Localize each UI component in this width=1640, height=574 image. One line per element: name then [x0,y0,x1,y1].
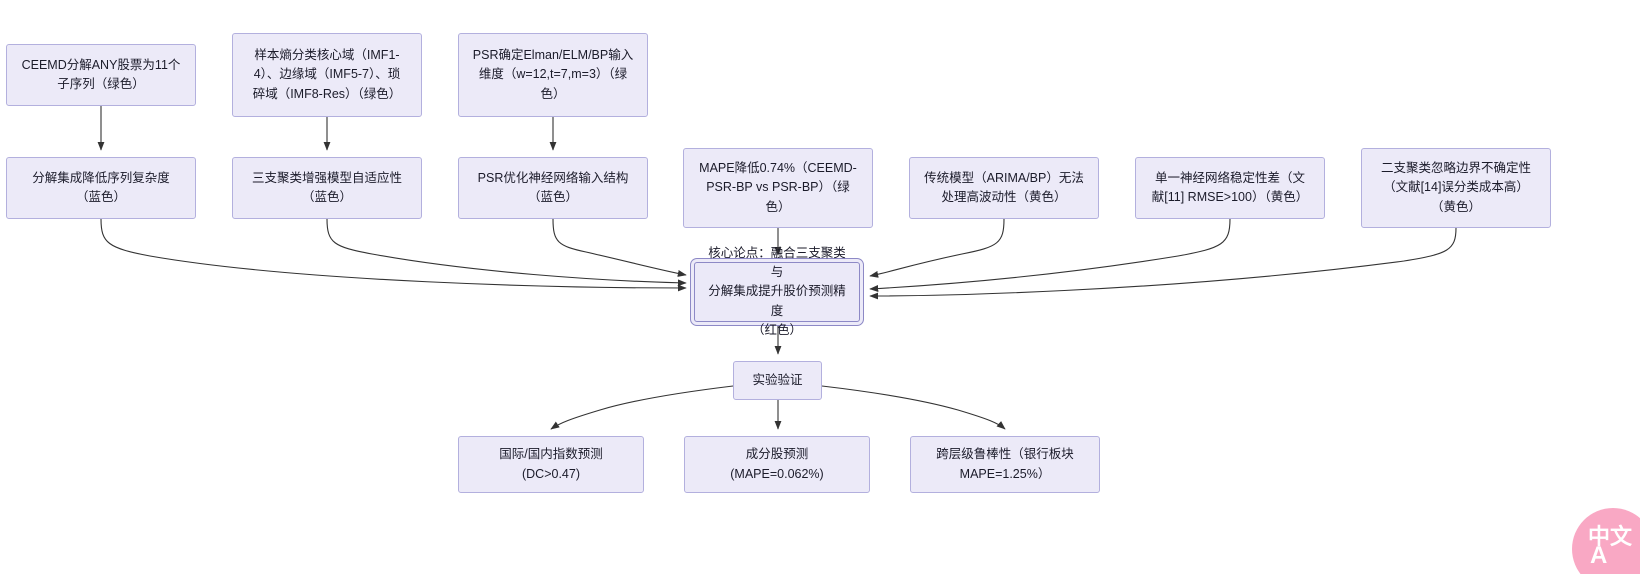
node-label: MAPE降低0.74%（CEEMD- PSR-BP vs PSR-BP）（绿 色… [699,160,857,214]
node-label: CEEMD分解ANY股票为11个 子序列（绿色） [21,57,181,91]
node-label: PSR优化神经网络输入结构 （蓝色） [477,170,629,204]
node-ceemd-decomposition[interactable]: CEEMD分解ANY股票为11个 子序列（绿色） [6,44,196,106]
node-label: 分解集成降低序列复杂度 （蓝色） [32,170,170,204]
watermark-badge: 中文 A [1572,508,1640,574]
node-result-cross-level-robustness[interactable]: 跨层级鲁棒性（银行板块 MAPE=1.25%） [910,436,1100,493]
node-label: 二支聚类忽略边界不确定性 （文献[14]误分类成本高） （黄色） [1380,160,1531,214]
edge-n8-core [869,218,1005,278]
node-label: 国际/国内指数预测 (DC>0.47) [499,447,603,481]
watermark-inner: 中文 A [1572,508,1640,574]
node-result-index-prediction[interactable]: 国际/国内指数预测 (DC>0.47) [458,436,644,493]
edge-n4-core [100,218,687,292]
edge-n6-core [552,218,687,277]
edge-n5-core [326,218,687,287]
node-label: 传统模型（ARIMA/BP）无法 处理高波动性（黄色） [924,170,1084,204]
node-traditional-model-limitation[interactable]: 传统模型（ARIMA/BP）无法 处理高波动性（黄色） [909,157,1099,219]
edge-n9-core [869,218,1231,293]
node-label: 单一神经网络稳定性差（文 献[11] RMSE>100）（黄色） [1151,170,1309,204]
edge-n10-core [869,227,1457,300]
node-decomposition-reduces-complexity[interactable]: 分解集成降低序列复杂度 （蓝色） [6,157,196,219]
node-three-way-clustering-adaptivity[interactable]: 三支聚类增强模型自适应性 （蓝色） [232,157,422,219]
node-sample-entropy-classification[interactable]: 样本熵分类核心域（IMF1- 4）、边缘域（IMF5-7）、琐 碎域（IMF8-… [232,33,422,117]
node-psr-optimizes-network-input[interactable]: PSR优化神经网络输入结构 （蓝色） [458,157,648,219]
node-label: 样本熵分类核心域（IMF1- 4）、边缘域（IMF5-7）、琐 碎域（IMF8-… [252,47,402,101]
node-mape-reduction-result[interactable]: MAPE降低0.74%（CEEMD- PSR-BP vs PSR-BP）（绿 色… [683,148,873,228]
edge-validation-n15 [821,385,1006,430]
node-result-constituent-stock-prediction[interactable]: 成分股预测 (MAPE=0.062%) [684,436,870,493]
node-experimental-validation[interactable]: 实验验证 [733,361,822,400]
node-single-network-instability[interactable]: 单一神经网络稳定性差（文 献[11] RMSE>100）（黄色） [1135,157,1325,219]
node-two-way-clustering-limitation[interactable]: 二支聚类忽略边界不确定性 （文献[14]误分类成本高） （黄色） [1361,148,1551,228]
node-label: 三支聚类增强模型自适应性 （蓝色） [251,170,402,204]
node-label: 跨层级鲁棒性（银行板块 MAPE=1.25%） [936,447,1074,481]
node-label: PSR确定Elman/ELM/BP输入 维度（w=12,t=7,m=3）（绿 色… [472,47,634,101]
node-psr-input-dimension[interactable]: PSR确定Elman/ELM/BP输入 维度（w=12,t=7,m=3）（绿 色… [458,33,648,117]
node-label: 成分股预测 (MAPE=0.062%) [730,447,824,481]
node-label: 核心论点：融合三支聚类与 分解集成提升股价预测精度 （红色） [708,245,846,338]
watermark-cn-text: 中文 [1588,524,1633,549]
watermark-en-text: A [1590,542,1608,569]
node-label: 实验验证 [752,372,803,387]
node-core-claim[interactable]: 核心论点：融合三支聚类与 分解集成提升股价预测精度 （红色） [694,246,860,337]
edge-validation-n13 [550,385,734,430]
